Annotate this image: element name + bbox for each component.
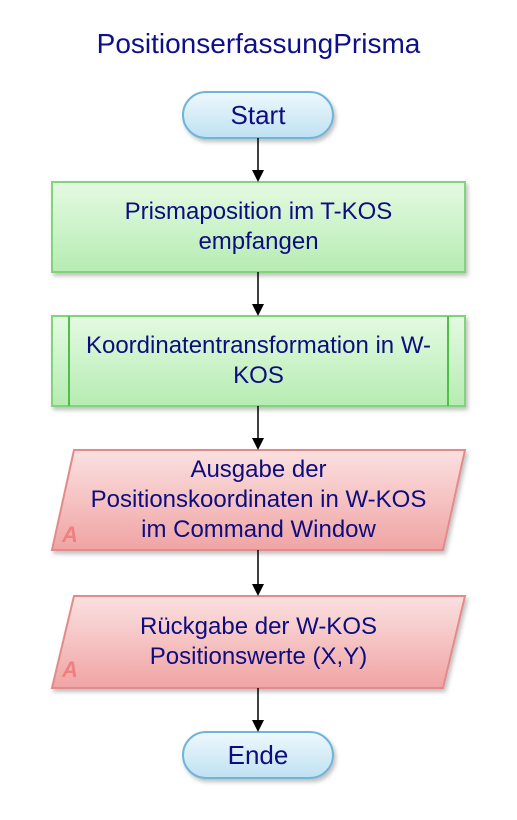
end-label: Ende (227, 740, 289, 770)
step4-annotation-marker: A (62, 657, 78, 682)
end-terminal (182, 731, 334, 779)
process-receive-shape (51, 181, 466, 273)
io-output-shape (50, 449, 467, 551)
step4-label: Rückgabe der W-KOS Positionswerte (X,Y) (140, 613, 377, 670)
step3-label: Ausgabe der Positionskoordinaten in W-KO… (90, 456, 427, 543)
step1-label: Prismaposition im T-KOS empfangen (124, 198, 393, 255)
process-transform-shape (51, 315, 466, 407)
diagram-title: PositionserfassungPrisma (96, 28, 421, 59)
start-label: Start (230, 100, 286, 130)
step2-label: Koordinatentransformation in W-KOS (85, 332, 432, 389)
step3-annotation-marker: A (62, 522, 78, 547)
io-return-shape (50, 595, 467, 689)
